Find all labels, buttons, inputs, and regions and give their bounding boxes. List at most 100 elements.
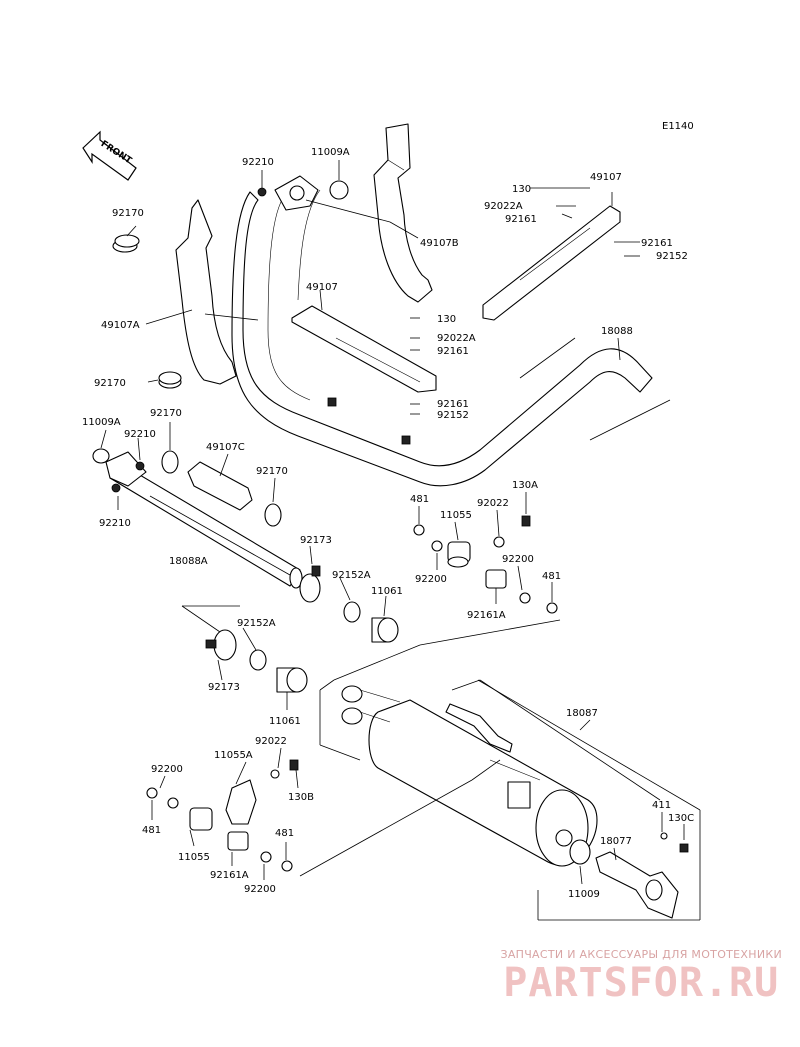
collar-92161a-a — [485, 569, 507, 589]
label-481-a: 481 — [410, 494, 429, 505]
heat-guard-49107a — [175, 199, 237, 385]
label-92022-a: 92022 — [477, 498, 509, 509]
washer-411 — [660, 832, 668, 840]
label-11061-top: 11061 — [371, 586, 403, 597]
label-11009a-left: 11009A — [82, 417, 121, 428]
label-92200-c: 92200 — [151, 764, 183, 775]
rubber-11055-b — [189, 807, 213, 831]
header-pipe-18088 — [231, 189, 653, 487]
label-11055-a: 11055 — [440, 510, 472, 521]
tail-cap-18077 — [595, 851, 679, 919]
label-11055a: 11055A — [214, 750, 253, 761]
label-49107b: 49107B — [420, 238, 459, 249]
label-92022-b: 92022 — [255, 736, 287, 747]
watermark: ЗАПЧАСТИ И АКСЕССУАРЫ ДЛЯ МОТОТЕХНИКИ PA… — [500, 948, 782, 1005]
label-92210-top: 92210 — [242, 157, 274, 168]
label-11061-low: 11061 — [269, 716, 301, 727]
part-labels: 92210 11009A 92170 49107B 49107A 92170 4… — [82, 147, 694, 900]
label-411: 411 — [652, 800, 671, 811]
bushing-11061-low — [276, 667, 308, 693]
washer-92022-a — [493, 536, 505, 548]
label-481-c: 481 — [142, 825, 161, 836]
label-49107-mid: 49107 — [306, 282, 338, 293]
bolt-130a — [521, 515, 531, 527]
washer-92200-d — [260, 851, 272, 863]
label-92200-a: 92200 — [415, 574, 447, 585]
label-92200-d: 92200 — [244, 884, 276, 895]
label-92161-top: 92161 — [505, 214, 537, 225]
clamp-92170-a — [112, 234, 140, 253]
label-18087: 18087 — [566, 708, 598, 719]
label-481-d: 481 — [275, 828, 294, 839]
washer-92022-b — [270, 769, 280, 779]
ring-92152a-top — [343, 601, 361, 623]
label-11055-b: 11055 — [178, 852, 210, 863]
washer-92200-a — [431, 540, 443, 552]
gasket-11009a-left — [92, 448, 110, 464]
label-92161-mid: 92161 — [437, 346, 469, 357]
label-11009a-top: 11009A — [311, 147, 350, 158]
nut-92210-top — [257, 187, 267, 197]
label-92152-mid: 92152 — [437, 410, 469, 421]
collar-92161a-b — [227, 831, 249, 851]
label-92173-top: 92173 — [300, 535, 332, 546]
front-arrow-icon: FRONT — [82, 130, 137, 181]
bushing-11061-top — [371, 617, 399, 643]
gasket-11009a-top — [329, 180, 349, 200]
label-92170-d: 92170 — [256, 466, 288, 477]
diagram-code: E1140 — [662, 121, 694, 132]
label-92173-low: 92173 — [208, 682, 240, 693]
label-92161-mid2: 92161 — [437, 399, 469, 410]
front-pipe-18088a — [105, 451, 303, 589]
washer-92200-c — [167, 797, 179, 809]
clamp-92170-c — [161, 450, 179, 474]
washer-92200-b — [519, 592, 531, 604]
muffler-18087 — [341, 685, 598, 867]
heat-guard-49107b — [373, 123, 433, 303]
label-92022a-top: 92022A — [484, 201, 523, 212]
watermark-tagline: ЗАПЧАСТИ И АКСЕССУАРЫ ДЛЯ МОТОТЕХНИКИ — [500, 948, 782, 961]
washer-481-a — [413, 524, 425, 536]
ring-92152a-low — [249, 649, 267, 671]
washer-481-d — [281, 860, 293, 872]
label-130a: 130A — [512, 480, 538, 491]
label-130c: 130C — [668, 813, 694, 824]
leader-lines — [100, 160, 701, 921]
watermark-brand: PARTSFOR.RU — [503, 960, 780, 1006]
label-92170-a: 92170 — [112, 208, 144, 219]
label-49107c: 49107C — [206, 442, 245, 453]
clamp-92170-d — [264, 503, 282, 527]
label-18077: 18077 — [600, 836, 632, 847]
heat-guard-49107-top — [482, 205, 621, 321]
label-92170-b: 92170 — [94, 378, 126, 389]
label-11009: 11009 — [568, 889, 600, 900]
label-130-top: 130 — [512, 184, 531, 195]
heat-guard-49107c — [187, 461, 253, 511]
label-49107-top: 49107 — [590, 172, 622, 183]
clamp-92173-low — [205, 629, 237, 661]
bolt-130b — [289, 759, 299, 771]
label-92152a-low: 92152A — [237, 618, 276, 629]
clamp-92173-top — [299, 565, 321, 603]
washer-481-c — [146, 787, 158, 799]
label-130b: 130B — [288, 792, 314, 803]
label-92022a-mid: 92022A — [437, 333, 476, 344]
label-92210-left2: 92210 — [99, 518, 131, 529]
label-92152a-top: 92152A — [332, 570, 371, 581]
label-130-mid: 130 — [437, 314, 456, 325]
label-92200-b: 92200 — [502, 554, 534, 565]
rubber-11055-a — [447, 541, 471, 568]
label-92170-c: 92170 — [150, 408, 182, 419]
bolt-130c — [679, 843, 689, 853]
label-92161-right: 92161 — [641, 238, 673, 249]
label-18088a: 18088A — [169, 556, 208, 567]
label-92210-left: 92210 — [124, 429, 156, 440]
label-92161a-a: 92161A — [467, 610, 506, 621]
clamp-92170-b — [158, 371, 182, 389]
label-49107a: 49107A — [101, 320, 140, 331]
label-92152-right: 92152 — [656, 251, 688, 262]
bracket-11055a — [225, 779, 257, 825]
gasket-11009 — [569, 839, 591, 865]
label-92161a-b: 92161A — [210, 870, 249, 881]
